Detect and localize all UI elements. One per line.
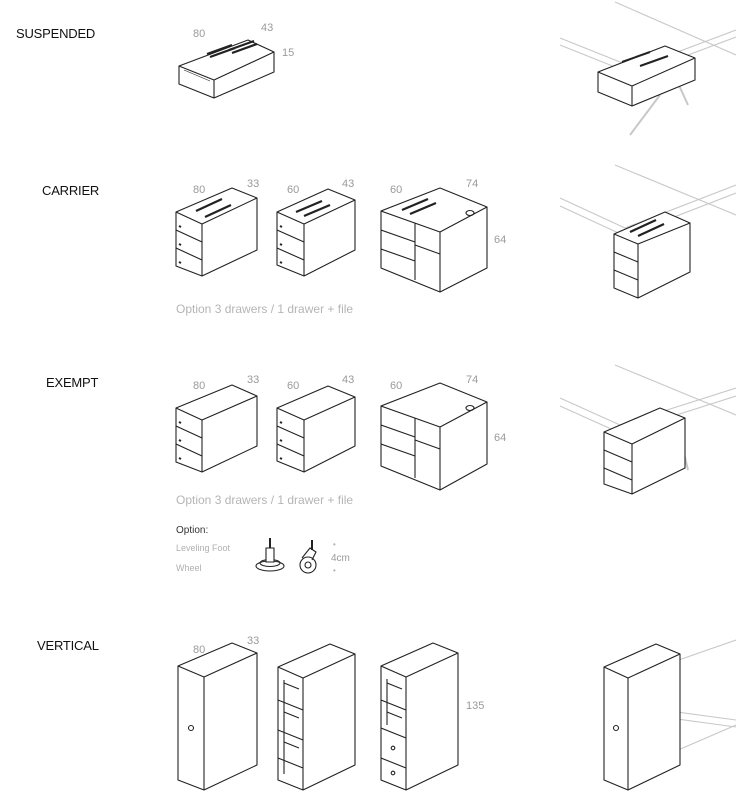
dim-suspended-height: 15	[282, 47, 295, 59]
section-title-carrier: CARRIER	[42, 183, 100, 198]
carrier-desk-drawing	[559, 164, 736, 299]
dim-carrier-c-depth: 74	[466, 178, 479, 190]
dim-exempt-a-depth: 33	[247, 374, 260, 386]
caption-carrier: Option 3 drawers / 1 drawer + file	[176, 302, 354, 316]
suspended-drawer-drawing	[178, 39, 275, 99]
dim-carrier-c-height: 64	[494, 234, 507, 246]
wheel-icon	[299, 540, 317, 574]
option-heading: Option:	[176, 525, 209, 536]
dim-carrier-c-width: 60	[390, 184, 403, 196]
dim-exempt-b-width: 60	[287, 380, 300, 392]
section-title-exempt: EXEMPT	[46, 375, 99, 390]
exempt-desk-drawing	[559, 364, 736, 495]
dim-exempt-c-depth: 74	[466, 374, 479, 386]
dim-suspended-depth: 43	[261, 22, 274, 34]
exempt-pedestal-c-drawing	[380, 382, 488, 491]
carrier-pedestal-b-drawing	[276, 188, 356, 277]
option-height-dot-top: •	[333, 540, 336, 549]
dim-exempt-b-depth: 43	[342, 374, 355, 386]
dim-vertical-height: 135	[466, 700, 485, 712]
option-wheel: Wheel	[176, 563, 202, 573]
dim-vertical-depth: 33	[247, 635, 260, 647]
dim-carrier-a-width: 80	[193, 184, 206, 196]
dim-carrier-b-depth: 43	[342, 178, 355, 190]
dim-carrier-a-depth: 33	[247, 178, 260, 190]
dim-exempt-a-width: 80	[193, 380, 206, 392]
dim-carrier-b-width: 60	[287, 184, 300, 196]
dim-exempt-c-width: 60	[390, 380, 403, 392]
caption-exempt: Option 3 drawers / 1 drawer + file	[176, 493, 354, 507]
dim-vertical-width: 80	[193, 644, 206, 656]
vertical-cabinet-a-drawing	[177, 642, 258, 791]
option-height-dot-bottom: •	[333, 566, 336, 575]
vertical-cabinet-b-drawing	[277, 643, 356, 791]
carrier-pedestal-a-drawing	[175, 187, 258, 277]
exempt-pedestal-a-drawing	[175, 384, 258, 473]
vertical-desk-drawing	[603, 639, 736, 791]
exempt-pedestal-b-drawing	[276, 385, 356, 473]
suspended-desk-drawing	[559, 1, 736, 136]
option-height-label: 4cm	[331, 553, 350, 564]
option-leveling-foot: Leveling Foot	[176, 543, 231, 553]
dim-suspended-width: 80	[193, 28, 206, 40]
dim-exempt-c-height: 64	[494, 432, 507, 444]
carrier-pedestal-c-drawing	[380, 187, 488, 293]
section-title-vertical: VERTICAL	[37, 638, 99, 653]
leveling-foot-icon	[255, 538, 285, 572]
section-title-suspended: SUSPENDED	[16, 26, 96, 41]
vertical-cabinet-c-drawing	[380, 642, 459, 791]
